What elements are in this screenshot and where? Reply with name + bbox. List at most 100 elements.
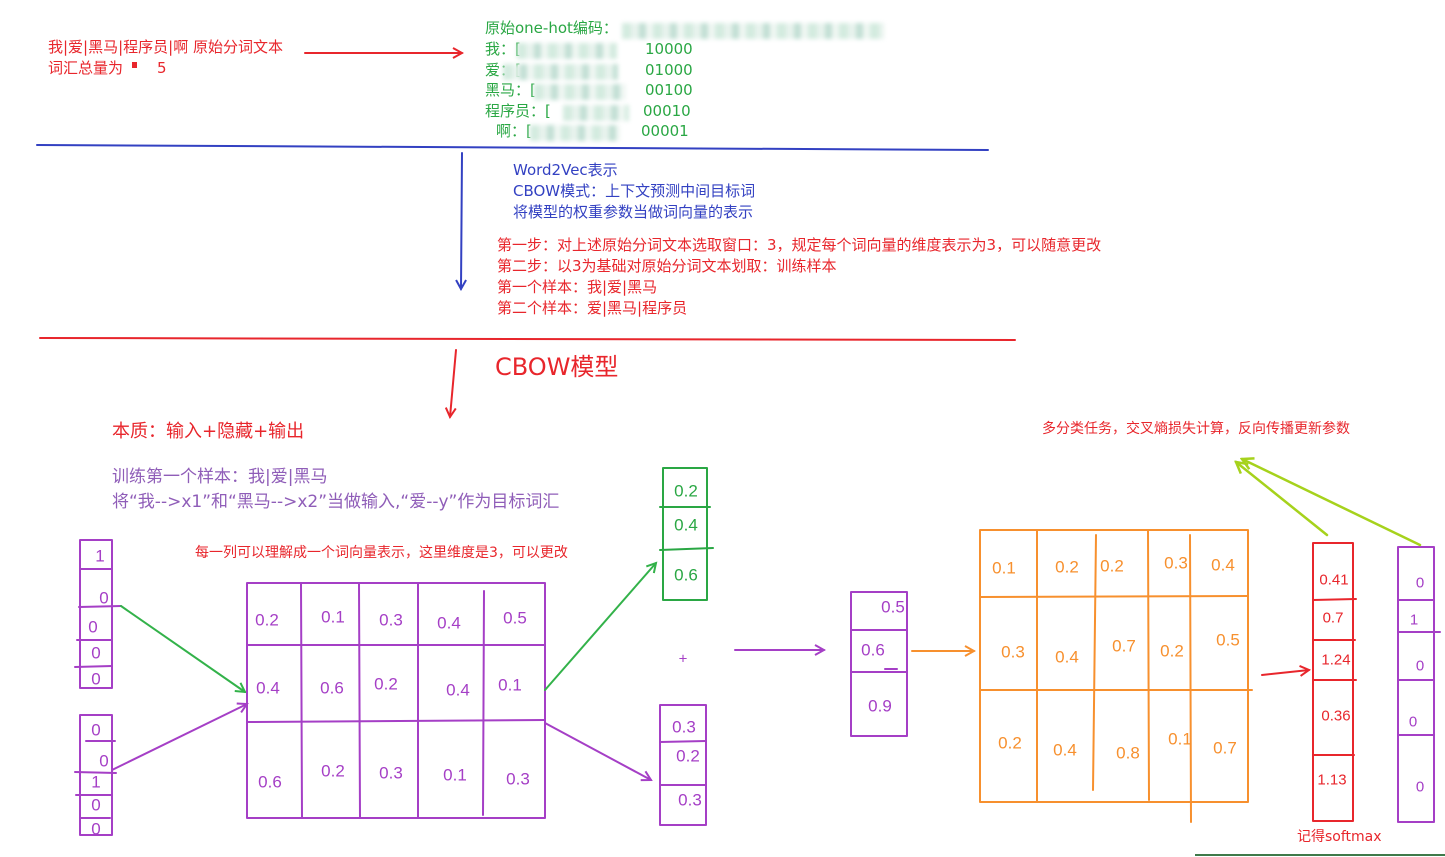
redacted-blur [517,43,617,59]
onehot-code: 01000 [645,61,693,79]
hidden-sum-value: 0.6 [861,640,885,660]
output-score-value: 1.13 [1317,771,1347,789]
training-note: 将“我-->x1”和“黑马-->x2”当做输入,“爱--y”作为目标词汇 [112,492,560,512]
hidden-sum-value: 0.5 [881,597,905,617]
onehot-code: 00001 [641,122,689,140]
input-x2-value: 0 [91,720,101,740]
input-weight-cell: 0.1 [498,675,522,695]
onehot-code: 10000 [645,40,693,58]
target-y-value: 0 [1415,574,1425,592]
input-x2-value: 0 [91,819,101,839]
hidden-x2-value: 0.3 [672,717,696,737]
redacted-blur [530,125,620,141]
essence-note: 本质：输入+隐藏+输出 [112,421,305,442]
arrow-output-weights-to-scores [1261,670,1309,675]
output-weight-cell: 0.4 [1211,555,1235,575]
onehot-word: 黑马：[ [485,81,536,99]
onehot-title: 原始one-hot编码： [485,19,618,37]
input-weight-cell: 0.3 [379,610,403,630]
tokens-line: 我|爱|黑马|程序员|啊 原始分词文本 [48,38,283,56]
output-weight-cell: 0.1 [1168,729,1192,749]
output-score-value: 0.36 [1321,707,1351,725]
input-weight-cell: 0.1 [443,765,467,785]
tokens-text: 我|爱|黑马|程序员|啊 [48,38,189,56]
output-weight-cell: 0.5 [1216,630,1240,650]
input-weight-cell: 0.5 [503,608,527,628]
redacted-blur [563,105,629,121]
step-line: 第二个样本：爱|黑马|程序员 [497,299,688,317]
arrow-x1-to-weights [120,605,245,692]
target-y-value: 0 [1415,778,1425,796]
input-x2-value: 0 [99,751,109,771]
input-weight-cell: 0.6 [320,678,344,698]
tokens-caption: 原始分词文本 [193,38,284,56]
target-y-value: 0 [1408,713,1418,731]
onehot-code: 00010 [643,102,691,120]
hidden-x1-value: 0.2 [674,481,698,501]
arrow-weights-to-hidden-x1 [544,563,656,691]
arrow-x2-to-weights [111,704,247,771]
arrow-scores-to-loss [1236,462,1329,537]
input-weight-cell: 0.3 [379,763,403,783]
target-y-value: 1 [1409,611,1419,629]
output-weight-cell: 0.2 [1055,557,1079,577]
input-weight-cell: 0.3 [506,769,530,789]
output-weight-cell: 0.1 [992,558,1016,578]
arrow-down-blue [461,152,462,289]
onehot-word: 程序员：[ [485,102,551,120]
step-line: 第一步：对上述原始分词文本选取窗口：3，规定每个词向量的维度表示为3，可以随意更… [497,236,1102,254]
word2vec-note: CBOW模式：上下文预测中间目标词 [513,182,756,200]
onehot-code: 00100 [645,81,693,99]
input-x1-value: 1 [95,546,105,566]
task-note: 多分类任务，交叉熵损失计算，反向传播更新参数 [1042,421,1350,437]
onehot-word: 我：[ [485,40,521,58]
output-weight-cell: 0.4 [1053,740,1077,760]
training-note: 训练第一个样本：我|爱|黑马 [112,467,328,487]
input-x2-value: 0 [91,795,101,815]
divider-blue [36,144,989,151]
output-score-value: 0.41 [1319,571,1349,589]
step-line: 第二步：以3为基础对原始分词文本划取：训练样本 [497,257,837,275]
redacted-blur [503,64,618,80]
plus-sign: + [678,650,688,668]
input-x2-value: 1 [91,772,101,792]
input-weight-cell: 0.4 [446,680,470,700]
input-weight-cell: 0.4 [256,678,280,698]
input-x1-value: 0 [91,669,101,689]
input-weight-cell: 0.2 [374,674,398,694]
arrow-target-to-loss [1242,459,1422,547]
hidden-x1-value: 0.6 [674,565,698,585]
redacted-blur [622,23,884,39]
hidden-x1-value: 0.4 [674,515,698,535]
hidden-sum-value: 0.9 [868,696,892,716]
output-weight-cell: 0.3 [1164,553,1188,573]
arrow-weights-to-hidden-x2 [544,722,651,780]
hidden-x2-value: 0.3 [678,790,702,810]
hidden-x2-value: 0.2 [676,746,700,766]
output-weight-cell: 0.7 [1213,738,1237,758]
arrow-down-red [450,349,457,417]
input-x1-value: 0 [99,588,109,608]
input-x1-value: 0 [88,617,98,637]
word2vec-note: 将模型的权重参数当做词向量的表示 [513,203,754,221]
output-weight-cell: 0.4 [1055,647,1079,667]
input-weight-cell: 0.2 [255,610,279,630]
target-y-value: 0 [1415,657,1425,675]
redacted-blur [534,84,626,100]
red-mark [132,62,137,68]
output-score-value: 0.7 [1322,609,1344,627]
output-weight-cell: 0.8 [1116,743,1140,763]
divider-red [39,337,1016,341]
output-weight-cell: 0.2 [1100,556,1124,576]
output-weight-cell: 0.7 [1112,636,1136,656]
onehot-word: 啊：[ [496,122,532,140]
input-weight-cell: 0.4 [437,613,461,633]
word2vec-note: Word2Vec表示 [513,161,618,179]
input-weight-cell: 0.2 [321,761,345,781]
step-line: 第一个样本：我|爱|黑马 [497,278,658,296]
vocab-size: 5 [157,59,167,77]
output-score-value: 1.24 [1321,651,1351,669]
softmax-note: 记得softmax [1297,829,1382,845]
output-weight-cell: 0.2 [1160,641,1184,661]
